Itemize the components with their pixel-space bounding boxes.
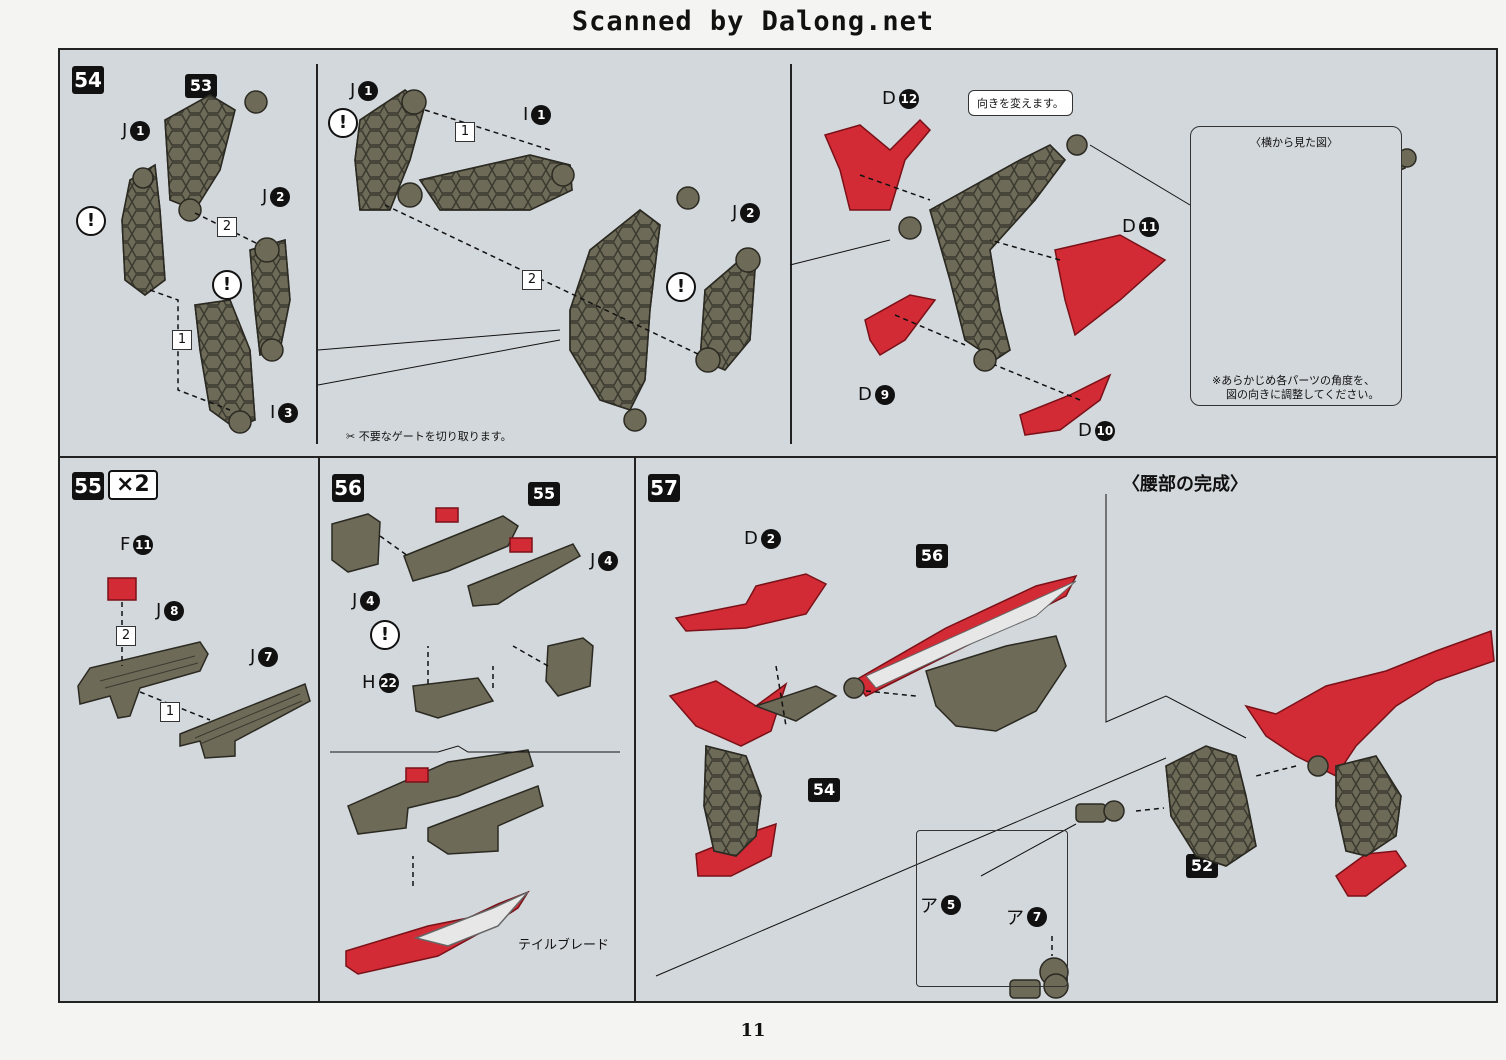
- num-7: 7: [1027, 907, 1047, 927]
- side-view-title: 〈横から見た図〉: [1250, 136, 1338, 149]
- part-54-badge: 54: [808, 778, 840, 802]
- caution-icon: !: [370, 620, 400, 650]
- gate-cut-note: ✂ 不要なゲートを切り取ります。: [346, 430, 512, 443]
- step-54-badge: 54: [72, 66, 104, 94]
- step54-illustration: [121, 89, 1417, 436]
- num-8: 8: [164, 600, 185, 621]
- order-2-b: 2: [522, 270, 542, 290]
- row2-divider-1: [318, 456, 320, 1003]
- order-2-a: 2: [217, 217, 237, 237]
- caution-icon: !: [666, 272, 696, 302]
- num-2: 2: [270, 186, 291, 207]
- num-1: 1: [130, 120, 151, 141]
- step54c-callout-lines: [789, 144, 1191, 266]
- step57-illustration: [655, 494, 1495, 999]
- waist-complete-title: 〈腰部の完成〉: [1122, 474, 1248, 495]
- num-22: 22: [378, 672, 399, 693]
- part-j1-i1-arm: [354, 89, 761, 432]
- part-55-badge: 55: [528, 482, 560, 506]
- side-view-note-1: ※あらかじめ各パーツの角度を、: [1212, 374, 1375, 387]
- num-2: 2: [760, 528, 781, 549]
- scan-credit-header: Scanned by Dalong.net: [571, 6, 935, 37]
- rotate-balloon: 向きを変えます。: [968, 90, 1073, 116]
- part-53-badge: 53: [185, 74, 217, 98]
- small-parts-inset: [916, 830, 1068, 987]
- num-4: 4: [360, 590, 381, 611]
- row2-divider-2: [634, 456, 636, 1003]
- num-12: 12: [898, 88, 919, 109]
- step-57-badge: 57: [648, 474, 680, 502]
- side-view-inset: [1190, 126, 1402, 406]
- caution-icon: !: [328, 108, 358, 138]
- nipper-icon: ✂: [346, 430, 359, 443]
- num-4: 4: [598, 550, 619, 571]
- step56-illustration: [330, 507, 620, 975]
- num-11: 11: [133, 534, 154, 555]
- num-1: 1: [358, 80, 379, 101]
- order-1: 1: [160, 702, 180, 722]
- step54-divider-1: [316, 64, 318, 444]
- row-divider: [60, 456, 1496, 458]
- order-2: 2: [116, 626, 136, 646]
- step54b-guide-lines: [384, 109, 701, 356]
- num-1: 1: [531, 104, 552, 125]
- part-j1-arm: [121, 90, 291, 434]
- instruction-sheet: 54 53: [58, 48, 1498, 1003]
- num-9: 9: [874, 384, 895, 405]
- tail-blade-label: テイルブレード: [518, 938, 610, 953]
- gray-parts: [703, 635, 1402, 999]
- num-3: 3: [278, 402, 299, 423]
- num-7: 7: [258, 646, 279, 667]
- order-1-a: 1: [172, 330, 192, 350]
- caution-icon: !: [76, 206, 106, 236]
- order-1-b: 1: [455, 122, 475, 142]
- step54c-guide-lines: [859, 174, 1081, 401]
- num-5: 5: [941, 895, 961, 915]
- step54b-callout-lines: [317, 329, 561, 386]
- part-56-badge: 56: [916, 544, 948, 568]
- num-11: 11: [1138, 216, 1159, 237]
- red-part-f11: [107, 577, 137, 601]
- part-leg-assembly: [898, 134, 1088, 372]
- num-2: 2: [740, 202, 761, 223]
- gun-parts: [77, 641, 311, 759]
- step54-divider-2: [790, 64, 792, 444]
- step55-illustration: [77, 577, 311, 759]
- num-10: 10: [1094, 420, 1115, 441]
- red-armor-parts: [823, 118, 1167, 436]
- page-number: 11: [740, 1020, 766, 1041]
- quantity-multiplier: ×2: [108, 470, 158, 500]
- step-55-badge: 55: [72, 472, 104, 500]
- side-view-note-2: 図の向きに調整してください。: [1226, 388, 1380, 401]
- caution-icon: !: [212, 270, 242, 300]
- step-56-badge: 56: [332, 474, 364, 502]
- gun-pair: [331, 513, 594, 855]
